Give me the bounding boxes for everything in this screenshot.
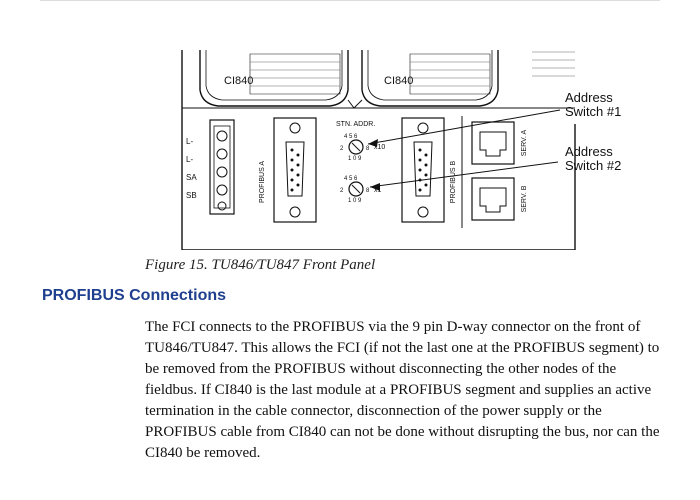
profibus-b-connector [401, 117, 445, 223]
right-module-body [361, 50, 499, 107]
profibus-b-label: PROFIBUS B [450, 160, 457, 203]
terminal-label-3: SA [186, 173, 197, 182]
callout-2-line2: Switch #2 [565, 158, 621, 173]
terminal-label-4: SB [186, 191, 197, 200]
module-label-left: CI840 [224, 75, 253, 87]
module-label-right: CI840 [384, 75, 413, 87]
callout-arrow-2 [369, 161, 559, 191]
svg-text:1 0 9: 1 0 9 [348, 156, 362, 162]
svg-text:8: 8 [366, 146, 370, 152]
serv-b-port [471, 177, 515, 221]
section-heading: PROFIBUS Connections [42, 287, 227, 304]
profibus-a-connector [273, 117, 317, 223]
panel-housing [181, 50, 576, 250]
callout-1-line1: Address [565, 90, 613, 105]
figure-caption: Figure 15. TU846/TU847 Front Panel [145, 257, 376, 273]
svg-text:4 5 6: 4 5 6 [344, 134, 358, 140]
switch-x1-label: x1 [374, 187, 382, 194]
switch-x10-label: x10 [374, 144, 385, 151]
terminal-block [209, 119, 235, 215]
svg-text:2: 2 [340, 146, 344, 152]
callout-arrow-1 [367, 109, 561, 147]
svg-text:1 0 9: 1 0 9 [348, 198, 362, 204]
serv-a-port [471, 121, 515, 165]
address-switch-2: 4 5 6 2 1 0 9 8 [340, 176, 370, 204]
terminal-label-2: L- [186, 155, 193, 164]
front-panel-figure: CI840 CI840 L- L- SA SB PROFIBUS A STN. … [150, 44, 650, 250]
left-module-body [199, 50, 349, 107]
top-rule [40, 0, 660, 1]
serv-b-label: SERV. B [521, 185, 528, 212]
front-panel-diagram: CI840 CI840 L- L- SA SB PROFIBUS A STN. … [181, 50, 621, 250]
address-switch-1: 4 5 6 2 1 0 9 8 [340, 134, 370, 162]
callout-1-line2: Switch #1 [565, 104, 621, 119]
svg-text:8: 8 [366, 188, 370, 194]
body-paragraph: The FCI connects to the PROFIBUS via the… [145, 319, 660, 461]
station-address-label: STN. ADDR. [336, 121, 375, 128]
terminal-label-1: L- [186, 137, 193, 146]
svg-text:4 5 6: 4 5 6 [344, 176, 358, 182]
svg-text:2: 2 [340, 188, 344, 194]
callout-2-line1: Address [565, 144, 613, 159]
profibus-a-label: PROFIBUS A [259, 161, 266, 203]
serv-a-label: SERV. A [521, 129, 528, 156]
